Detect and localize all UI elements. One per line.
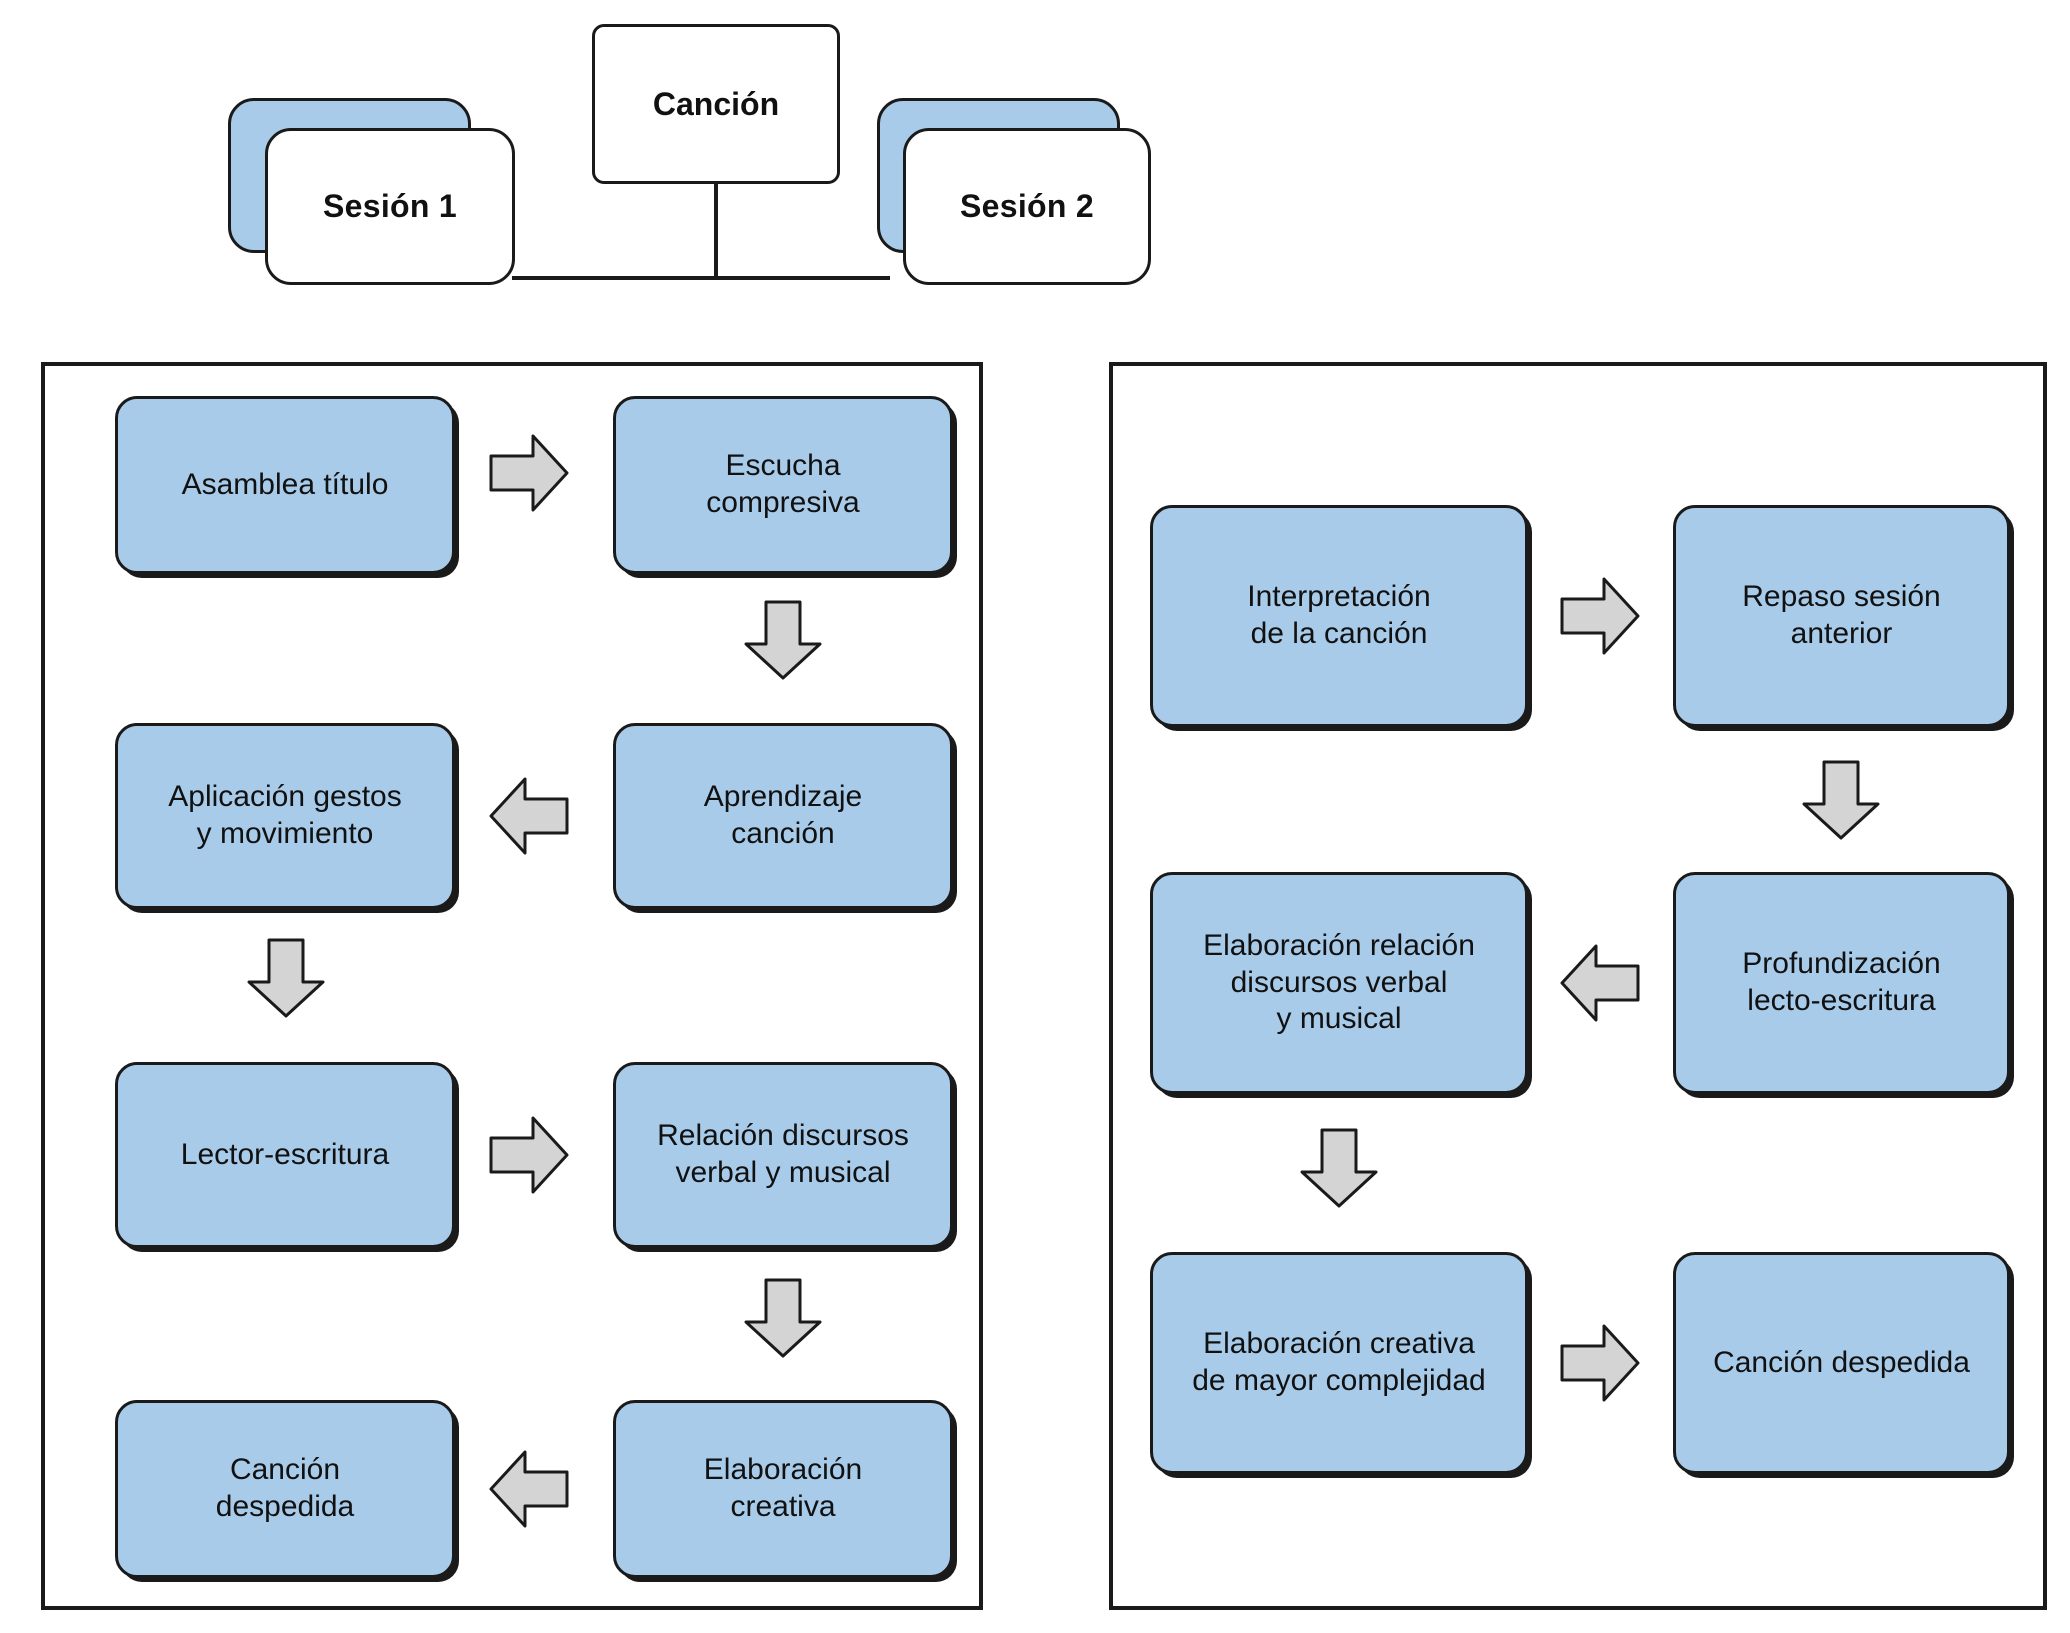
arrow-down-icon	[1298, 1128, 1380, 1208]
step-label: Lector-escritura	[180, 1137, 390, 1171]
step-cancion-despedida-2[interactable]: Canción despedida	[1673, 1252, 2010, 1474]
arrow-right-icon	[489, 432, 569, 514]
step-label: Asamblea título	[181, 467, 389, 501]
cancion-title-label: Canción	[652, 85, 780, 122]
sesion-2-label: Sesión 2	[959, 188, 1094, 224]
arrow-right-icon	[489, 1114, 569, 1196]
step-lector-escritura[interactable]: Lector-escritura	[115, 1062, 455, 1248]
arrow-down-icon	[742, 1278, 824, 1358]
connector-cancion-vertical	[714, 182, 718, 278]
connector-sessions-horizontal	[512, 276, 890, 280]
arrow-down-icon	[1800, 760, 1882, 840]
step-asamblea-titulo[interactable]: Asamblea título	[115, 396, 455, 574]
sesion-1-card[interactable]: Sesión 1	[265, 128, 515, 285]
arrow-right-icon	[1560, 1322, 1640, 1404]
arrow-down-icon	[245, 938, 327, 1018]
cancion-title-box: Canción	[592, 24, 840, 184]
arrow-down-icon	[742, 600, 824, 680]
sesion-2-card[interactable]: Sesión 2	[903, 128, 1151, 285]
arrow-left-icon	[489, 775, 569, 857]
arrow-right-icon	[1560, 575, 1640, 657]
sesion-1-label: Sesión 1	[322, 188, 457, 224]
arrow-left-icon	[489, 1448, 569, 1530]
step-label: Canción despedida	[1713, 1345, 1970, 1379]
arrow-left-icon	[1560, 942, 1640, 1024]
